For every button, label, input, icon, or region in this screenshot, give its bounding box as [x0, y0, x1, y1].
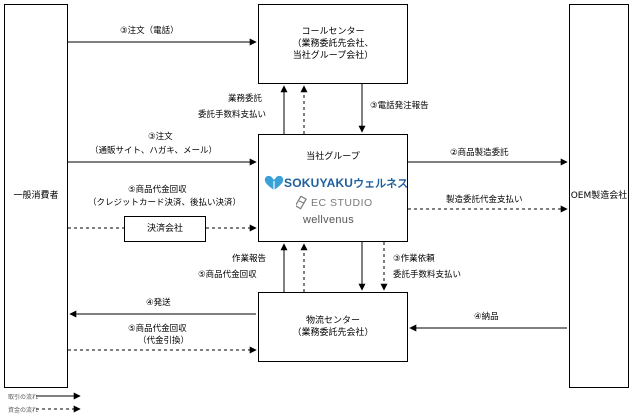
label-shipping: ④発送 [146, 298, 171, 308]
call-center-box: コールセンター （業務委託先会社、 当社グループ会社） [258, 4, 408, 84]
label-fee-payment-1: 委託手数料支払い [198, 110, 267, 120]
label-phone-order-report: ③電話発注報告 [370, 101, 429, 111]
payment-company-label: 決済会社 [146, 224, 183, 234]
label-work-report: 作業報告 [232, 254, 267, 264]
sokuyaku-wellness-logo: SOKUYAKU ウェルネス [264, 175, 408, 191]
label-fee-payment-2: 委託手数料支払い [393, 270, 462, 280]
group-title: 当社グループ [306, 152, 360, 162]
label-payment-methods: （クレジットカード決済、後払い決済） [88, 198, 242, 208]
sokuyaku-wordmark: SOKUYAKU [284, 176, 354, 190]
legend-money-flow: 資金の流れ [8, 407, 39, 414]
group-box: 当社グループ [258, 134, 408, 242]
label-work-request: ③作業依頼 [393, 254, 435, 264]
call-center-sub2: 当社グループ会社） [292, 51, 374, 61]
label-outsource: 業務委託 [228, 94, 263, 104]
ec-studio-mark-icon [296, 196, 307, 210]
label-order-phone: ③注文（電話） [120, 26, 179, 36]
call-center-title: コールセンター [301, 27, 365, 37]
label-cod-method: （代金引換） [138, 336, 190, 346]
oem-box: OEM製造会社 [569, 4, 629, 388]
wellvenus-logo: wellvenus [303, 214, 355, 226]
label-order: ③注文 [148, 132, 173, 142]
label-collection: ⑤商品代金回収 [198, 270, 257, 280]
call-center-sub1: （業務委託先会社、 [292, 39, 374, 49]
label-product-commission: ②商品製造委託 [450, 148, 509, 158]
legend-trade-flow: 取引の流れ [8, 394, 39, 401]
label-delivery: ④納品 [474, 312, 499, 322]
label-payment-collection: ⑤商品代金回収 [128, 185, 187, 195]
heart-leaf-icon [264, 175, 284, 190]
logistics-center-box: 物流センター （業務委託先会社） [258, 292, 408, 362]
ec-studio-wordmark: EC STUDIO [311, 197, 373, 209]
payment-company-box: 決済会社 [124, 216, 206, 242]
label-cod-collection: ⑤商品代金回収 [128, 324, 187, 334]
oem-label: OEM製造会社 [570, 191, 628, 201]
label-order-channels: （通販サイト、ハガキ、メール） [90, 146, 217, 156]
logistics-center-title: 物流センター [305, 316, 360, 326]
wellness-wordmark: ウェルネス [353, 178, 409, 190]
ec-studio-logo: EC STUDIO [296, 196, 373, 210]
label-mfg-fee-payment: 製造委託代金支払い [446, 195, 523, 205]
logistics-center-sub: （業務委託先会社） [292, 328, 374, 338]
consumer-label: 一般消費者 [13, 191, 59, 201]
consumer-box: 一般消費者 [4, 4, 68, 388]
